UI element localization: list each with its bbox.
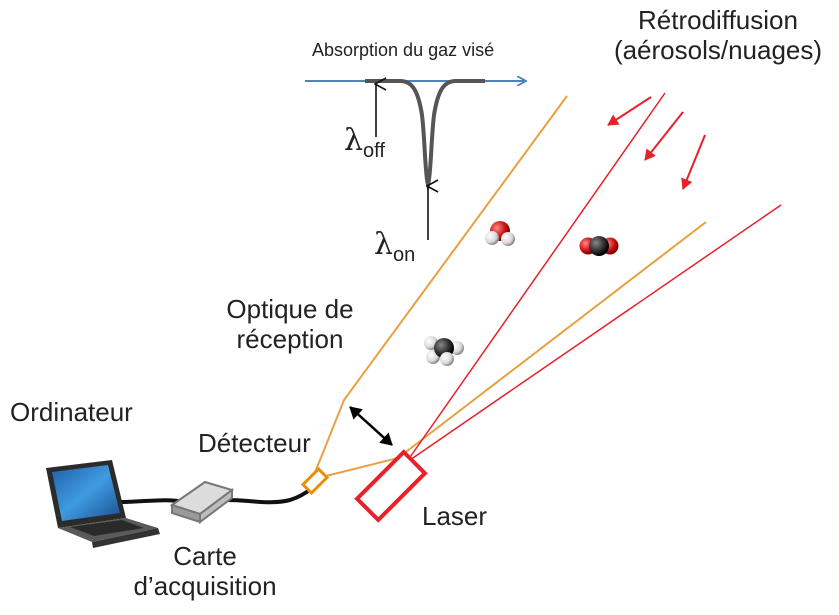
backscatter-arrows: [607, 96, 706, 190]
laptop-icon: [46, 460, 160, 548]
acquisition-card-label-line2: d’acquisition: [133, 570, 277, 601]
detector-icon: [300, 466, 330, 496]
methane-molecule-icon: [424, 336, 464, 366]
laser-icon: [354, 449, 428, 523]
carbon-dioxide-molecule-icon: [579, 236, 619, 256]
acquisition-card-label-line1: Carte: [173, 541, 237, 571]
detector-label: Détecteur: [198, 428, 311, 458]
lambda-on-label: λon: [374, 227, 416, 267]
receiver-optics-label: Optique de réception: [212, 294, 368, 355]
backscatter-label: Rétrodiffusion (aérosols/nuages): [600, 5, 836, 66]
separation-double-arrow: [349, 406, 393, 446]
water-molecule-icon: [485, 221, 515, 246]
laser-beam: [407, 92, 782, 461]
acquisition-card-icon: [169, 480, 235, 524]
backscatter-label-line2: (aérosols/nuages): [613, 34, 823, 65]
computer-label: Ordinateur: [10, 397, 133, 427]
lambda-on-subscript: on: [393, 244, 416, 266]
laser-label: Laser: [422, 501, 488, 531]
lambda-off-subscript: off: [363, 140, 385, 162]
receiver-optics-label-line1: Optique de: [226, 294, 354, 324]
acquisition-card-label: Carte d’acquisition: [120, 541, 290, 602]
absorption-label: Absorption du gaz visé: [312, 40, 495, 60]
lambda-symbol: λ: [344, 123, 364, 158]
backscatter-label-line1: Rétrodiffusion: [638, 5, 798, 35]
lambda-symbol: λ: [374, 227, 394, 262]
receiver-optics-label-line2: réception: [236, 323, 344, 354]
lambda-off-label: λoff: [344, 123, 385, 163]
